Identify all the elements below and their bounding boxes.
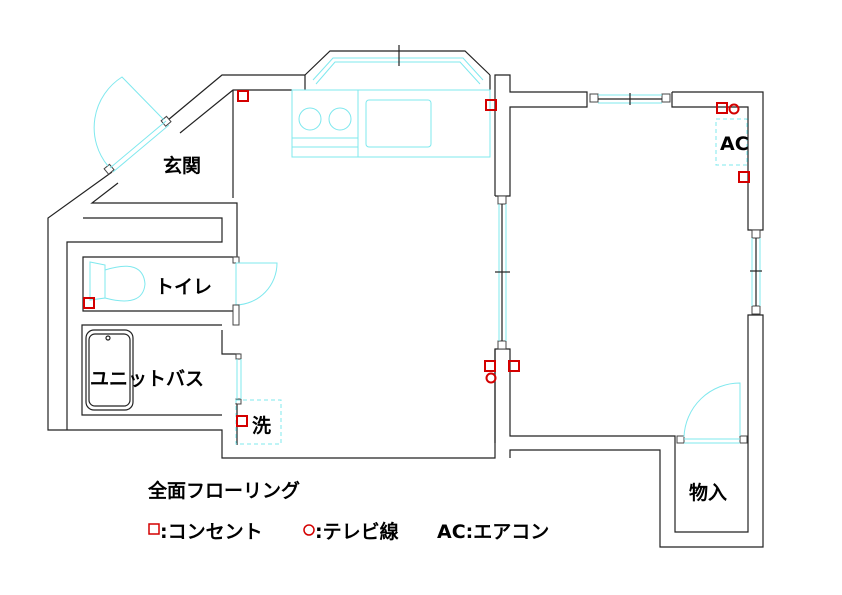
outlet-icon <box>484 360 496 372</box>
windows <box>304 45 762 350</box>
aircon-space <box>715 118 748 166</box>
outlet-markers <box>83 90 750 427</box>
sink <box>365 99 432 148</box>
fixtures <box>85 89 748 445</box>
outlet-icon <box>508 360 520 372</box>
room-label-toilet: トイレ <box>155 276 212 298</box>
outlet-icon <box>237 90 249 102</box>
outlet-icon <box>236 415 248 427</box>
outlet-icon <box>83 297 95 309</box>
legend-aircon: AC:エアコン <box>437 521 549 543</box>
room-label-washer: 洗 <box>252 414 271 437</box>
stove-burner <box>328 107 352 131</box>
stove-burner <box>298 107 322 131</box>
room-label-storage: 物入 <box>689 481 727 504</box>
outlet-icon <box>716 102 728 114</box>
room-label-aircon: AC <box>720 133 749 155</box>
legend-outlet: :コンセント <box>160 521 263 543</box>
tv-jack-icon <box>485 372 497 384</box>
room-label-unit-bath: ユニットバス <box>90 368 204 390</box>
legend-outlet-icon <box>148 523 160 535</box>
walls <box>47 74 764 548</box>
legend-tv: :テレビ線 <box>315 520 399 543</box>
tv-jack-icon <box>728 103 740 115</box>
flooring-note: 全面フローリング <box>147 479 300 502</box>
outlet-icon <box>738 171 750 183</box>
bathtub <box>85 329 134 411</box>
outlet-icon <box>485 99 497 111</box>
labels: 玄関 トイレ ユニットバス 洗 AC 物入 全面フローリング :コンセント :テ… <box>90 133 749 543</box>
room-label-entrance: 玄関 <box>163 154 201 177</box>
doors <box>93 76 748 444</box>
toilet-bowl <box>89 261 146 302</box>
kitchen-counter <box>291 89 491 158</box>
legend-tv-icon <box>303 524 315 536</box>
